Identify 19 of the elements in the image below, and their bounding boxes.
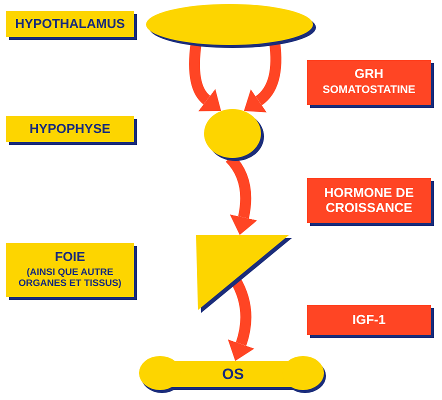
triangle-shape xyxy=(196,235,292,313)
label-text: HYPOTHALAMUS xyxy=(15,16,125,32)
organ-label xyxy=(6,116,134,142)
curved-arrow xyxy=(189,42,220,112)
label-text: FOIE xyxy=(54,250,86,265)
label-text: HYPOPHYSE xyxy=(30,122,110,136)
label-text: IGF-1 xyxy=(352,312,386,328)
label-subtext: (AINSI QUE AUTRE ORGANES ET TISSUS) xyxy=(18,266,122,290)
hormone-label xyxy=(307,178,431,223)
hormone-label xyxy=(307,305,431,335)
organ-label xyxy=(6,11,134,37)
ellipse-shape xyxy=(146,4,316,48)
organ-label xyxy=(6,243,134,297)
hormone-label xyxy=(307,60,431,105)
label-subtext: SOMATOSTATINE xyxy=(322,84,416,98)
label-text: HORMONE DE CROISSANCE xyxy=(323,186,415,216)
label-text: OS xyxy=(222,366,244,383)
circle-shape xyxy=(204,109,264,161)
label-text: GRH xyxy=(354,67,384,82)
